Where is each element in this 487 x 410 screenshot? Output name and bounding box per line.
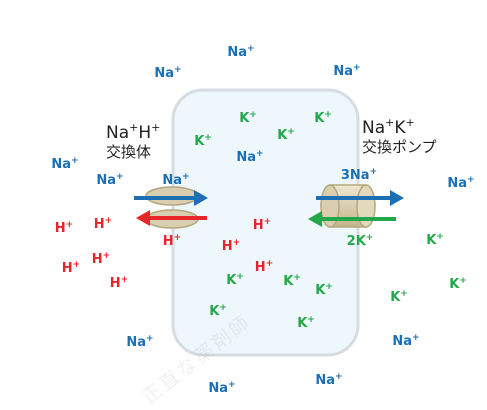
exchanger-na-out-arrow (134, 190, 208, 206)
h-ion-label: H+ (221, 238, 241, 254)
pump-left-cap (320, 184, 340, 228)
na-ion-label: Na+ (392, 333, 420, 349)
h-ion-label: H+ (252, 217, 272, 233)
na-ion-label: Na+ (227, 44, 255, 60)
h-ion-label: H+ (91, 251, 111, 267)
k-ion-label: K+ (209, 303, 227, 319)
k-ion-label: K+ (314, 110, 332, 126)
h-ion-label: H+ (93, 216, 113, 232)
na-ion-label: Na+ (333, 63, 361, 79)
na-ion-label: Na+ (96, 172, 124, 188)
na-h-exchanger (134, 186, 208, 229)
na-ion-label: Na+ (51, 156, 79, 172)
na-ion-label: Na+ (315, 372, 343, 388)
h-ion-label: H+ (54, 220, 74, 236)
k-ion-label: K+ (449, 276, 467, 292)
exchanger-title: Na+H+ 交換体 (106, 121, 161, 161)
k-ion-label: K+ (283, 273, 301, 289)
exchanger-subtitle: 交換体 (106, 142, 152, 161)
na-ion-label: Na+ (208, 380, 236, 396)
pump-2k-label: 2K+ (346, 233, 374, 249)
pump-na-out-arrow (316, 190, 404, 206)
pump-right-cap (356, 184, 376, 228)
k-ion-label: K+ (390, 289, 408, 305)
k-ion-label: K+ (426, 232, 444, 248)
pump-title: Na+K+ 交換ポンプ (362, 116, 437, 156)
h-ion-label: H+ (162, 233, 182, 249)
h-ion-label: H+ (109, 275, 129, 291)
na-ion-label: Na+ (162, 172, 190, 188)
k-ion-label: K+ (239, 110, 257, 126)
pump-3na-label: 3Na+ (340, 167, 378, 183)
k-ion-label: K+ (297, 315, 315, 331)
h-ion-label: H+ (254, 259, 274, 275)
k-ion-label: K+ (194, 133, 212, 149)
na-k-pump (308, 184, 404, 228)
na-ion-label: Na+ (236, 149, 264, 165)
na-ion-label: Na+ (447, 175, 475, 191)
pump-k-in-arrow (308, 211, 396, 227)
na-ion-label: Na+ (126, 334, 154, 350)
na-ion-label: Na+ (154, 65, 182, 81)
exchanger-h-in-arrow (136, 210, 207, 226)
h-ion-label: H+ (61, 260, 81, 276)
k-ion-label: K+ (277, 127, 295, 143)
pump-subtitle: 交換ポンプ (362, 137, 437, 156)
k-ion-label: K+ (315, 282, 333, 298)
k-ion-label: K+ (226, 272, 244, 288)
